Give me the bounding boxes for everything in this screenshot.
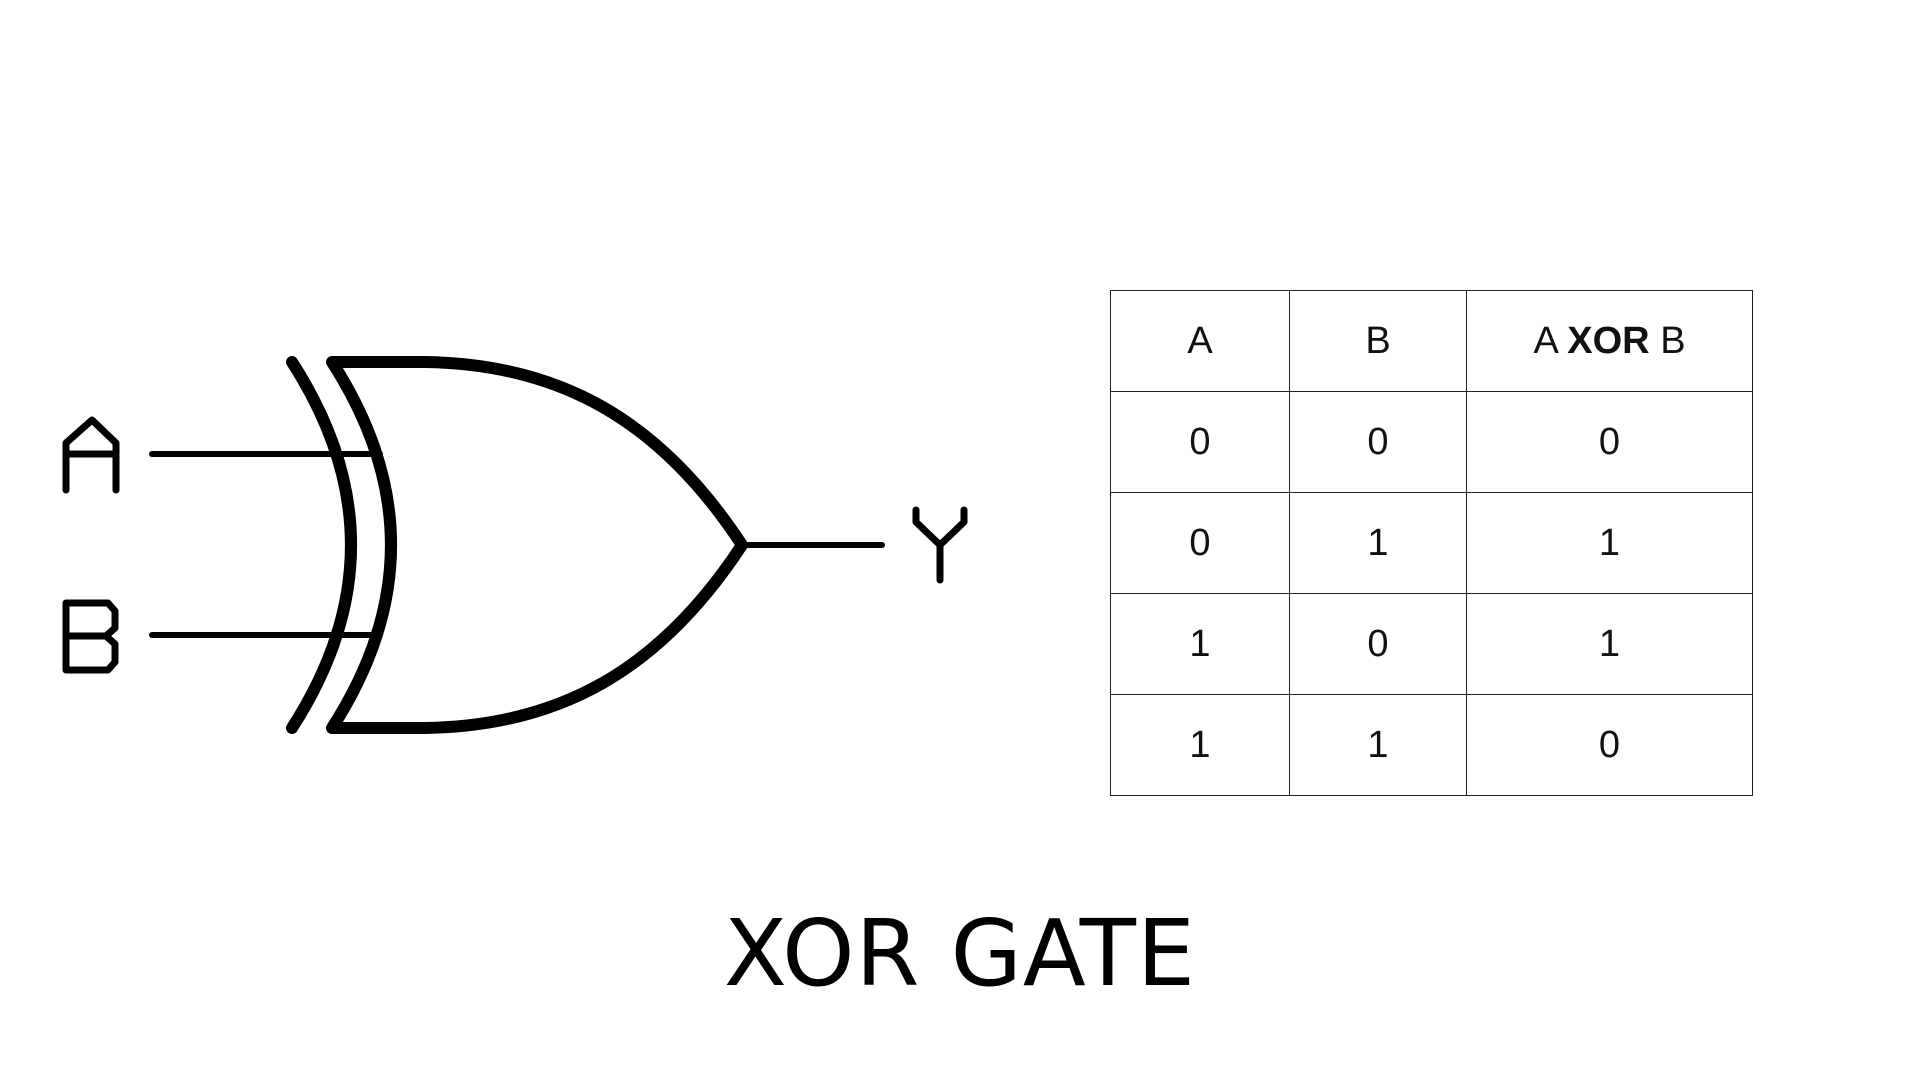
cell-a: 1 <box>1110 593 1290 695</box>
header-output-right: B <box>1660 319 1686 362</box>
gate-body <box>326 356 748 734</box>
cell-a: 1 <box>1110 694 1290 796</box>
cell-a: 0 <box>1110 391 1290 493</box>
xor-gate-diagram <box>62 356 968 734</box>
header-b: B <box>1289 290 1467 392</box>
table-row: 1 0 1 <box>1110 593 1753 695</box>
cell-output: 0 <box>1466 694 1753 796</box>
cell-b: 1 <box>1289 492 1467 594</box>
table-row: 1 1 0 <box>1110 694 1753 796</box>
header-output-operator: XOR <box>1567 319 1650 362</box>
cell-b: 0 <box>1289 391 1467 493</box>
cell-output: 1 <box>1466 593 1753 695</box>
truth-table-header-row: A B A XOR B <box>1110 290 1753 392</box>
cell-b: 1 <box>1289 694 1467 796</box>
cell-b: 0 <box>1289 593 1467 695</box>
table-row: 0 0 0 <box>1110 391 1753 493</box>
cell-output: 1 <box>1466 492 1753 594</box>
xor-input-curve <box>286 356 357 734</box>
truth-table: A B A XOR B 0 0 0 0 1 1 1 0 1 1 <box>1110 290 1753 796</box>
cell-a: 0 <box>1110 492 1290 594</box>
header-output: A XOR B <box>1466 290 1753 392</box>
table-row: 0 1 1 <box>1110 492 1753 594</box>
cell-output: 0 <box>1466 391 1753 493</box>
slide-title: XOR GATE <box>723 900 1197 1007</box>
header-output-left: A <box>1533 319 1557 362</box>
input-label-a <box>62 416 120 494</box>
header-a: A <box>1110 290 1290 392</box>
output-label-y <box>912 506 968 584</box>
input-label-b <box>62 599 119 674</box>
